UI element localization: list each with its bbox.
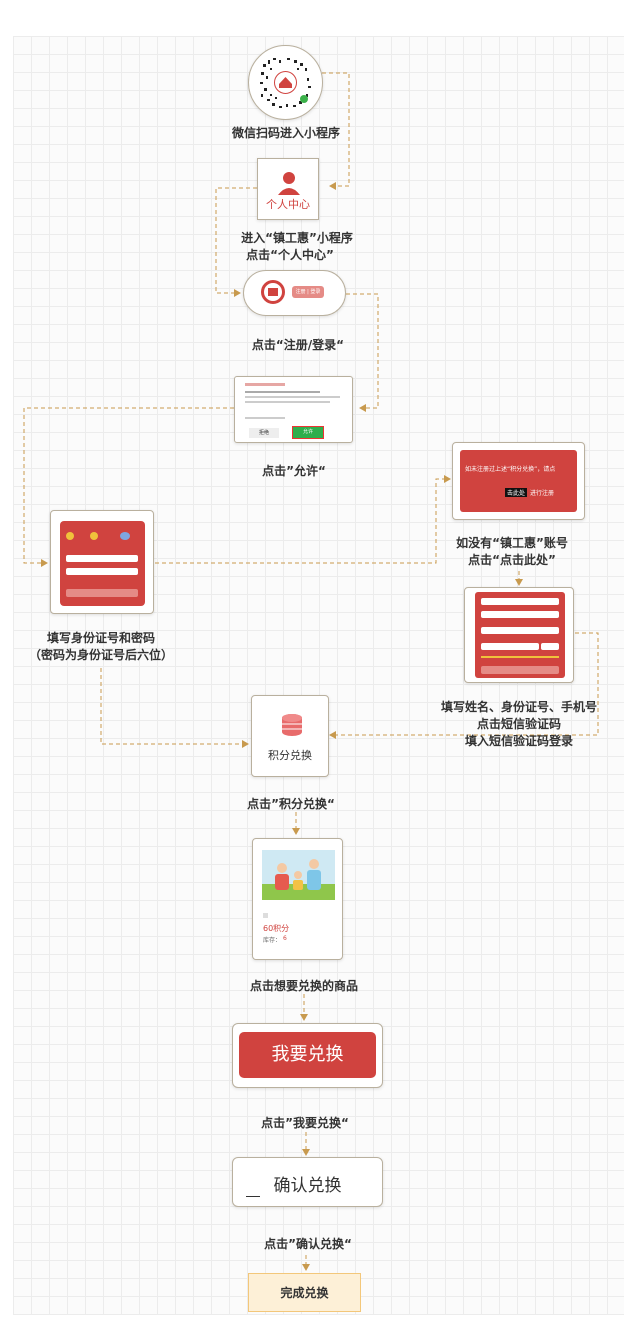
want-exchange-node[interactable]: 我要兑换 <box>232 1023 383 1088</box>
product-stock-value: 6 <box>283 935 287 942</box>
step-register-label: 点击“注册/登录“ <box>251 338 345 352</box>
avatar <box>261 280 285 304</box>
points-exchange-text: 积分兑换 <box>268 749 312 762</box>
complete-exchange-text: 完成兑换 <box>280 1286 329 1300</box>
login-form-node[interactable] <box>50 510 154 614</box>
link-login-to-banner <box>155 475 451 564</box>
complete-exchange-node: 完成兑换 <box>248 1273 361 1312</box>
register-login-button[interactable]: 注册 | 登录 <box>292 286 324 298</box>
step-fill-info-line2: 点击短信验证码 <box>476 717 562 731</box>
product-card-node[interactable]: 60积分 库存： 6 <box>252 838 343 960</box>
product-stock-label: 库存： <box>263 937 282 944</box>
register-form-node[interactable] <box>464 587 574 683</box>
step-fill-info-line1: 填写姓名、身份证号、手机号 <box>440 700 598 714</box>
register-banner-node[interactable]: 如未注册过上述“积分兑换”，请点 击此处 进行注册 <box>452 442 585 520</box>
step-allow-label: 点击”允许“ <box>262 464 326 478</box>
banner-text-a: 如未注册过上述“积分兑换”，请点 <box>465 466 556 473</box>
link-allow-to-login <box>23 407 234 567</box>
link-login-to-points <box>100 668 249 748</box>
want-exchange-button[interactable]: 我要兑换 <box>239 1032 376 1078</box>
step-fill-info-line3: 填入短信验证码登录 <box>464 734 574 748</box>
coin-stack-icon <box>282 714 302 736</box>
confirm-exchange-button[interactable]: 确认兑换 <box>273 1176 342 1196</box>
step-enter-line1: 进入“镇工惠”小程序 <box>241 231 353 245</box>
personal-center-text: 个人中心 <box>266 198 310 211</box>
step-fill-id-line1: 填写身份证号和密码 <box>46 631 156 645</box>
person-icon <box>278 172 300 195</box>
step-no-account-line1: 如没有“镇工惠”账号 <box>456 536 568 550</box>
product-points: 60积分 <box>263 924 290 933</box>
step-points-label: 点击”积分兑换“ <box>247 797 335 811</box>
step-fill-id-line2: （密码为身份证号后六位） <box>28 648 174 662</box>
permission-dialog-node[interactable]: 拒绝 允许 <box>234 376 353 443</box>
step-want-label: 点击”我要兑换“ <box>261 1116 349 1130</box>
step-scan-label: 微信扫码进入小程序 <box>231 126 341 140</box>
banner-text-c: 进行注册 <box>530 490 555 497</box>
qr-code-icon <box>260 58 311 108</box>
step-enter-line2: 点击“个人中心” <box>246 248 334 262</box>
allow-button[interactable]: 允许 <box>292 426 324 439</box>
personal-center-node[interactable]: 个人中心 <box>257 158 319 220</box>
banner-text-b[interactable]: 击此处 <box>505 488 528 497</box>
step-no-account-line2: 点击“点击此处” <box>468 553 556 567</box>
confirm-exchange-node[interactable]: 确认兑换 <box>232 1157 383 1207</box>
qr-code-node <box>248 45 323 120</box>
deny-button[interactable]: 拒绝 <box>249 428 279 438</box>
step-product-label: 点击想要兑换的商品 <box>249 979 359 993</box>
points-exchange-node[interactable]: 积分兑换 <box>251 695 329 777</box>
register-login-node[interactable]: 注册 | 登录 <box>243 270 346 316</box>
link-form-to-points <box>329 632 599 739</box>
family-photo-icon <box>262 850 335 900</box>
link-register-to-allow <box>346 293 379 412</box>
step-confirm-label: 点击”确认兑换“ <box>264 1237 352 1251</box>
link-scan-to-center <box>322 72 350 190</box>
link-center-to-register <box>215 187 257 297</box>
